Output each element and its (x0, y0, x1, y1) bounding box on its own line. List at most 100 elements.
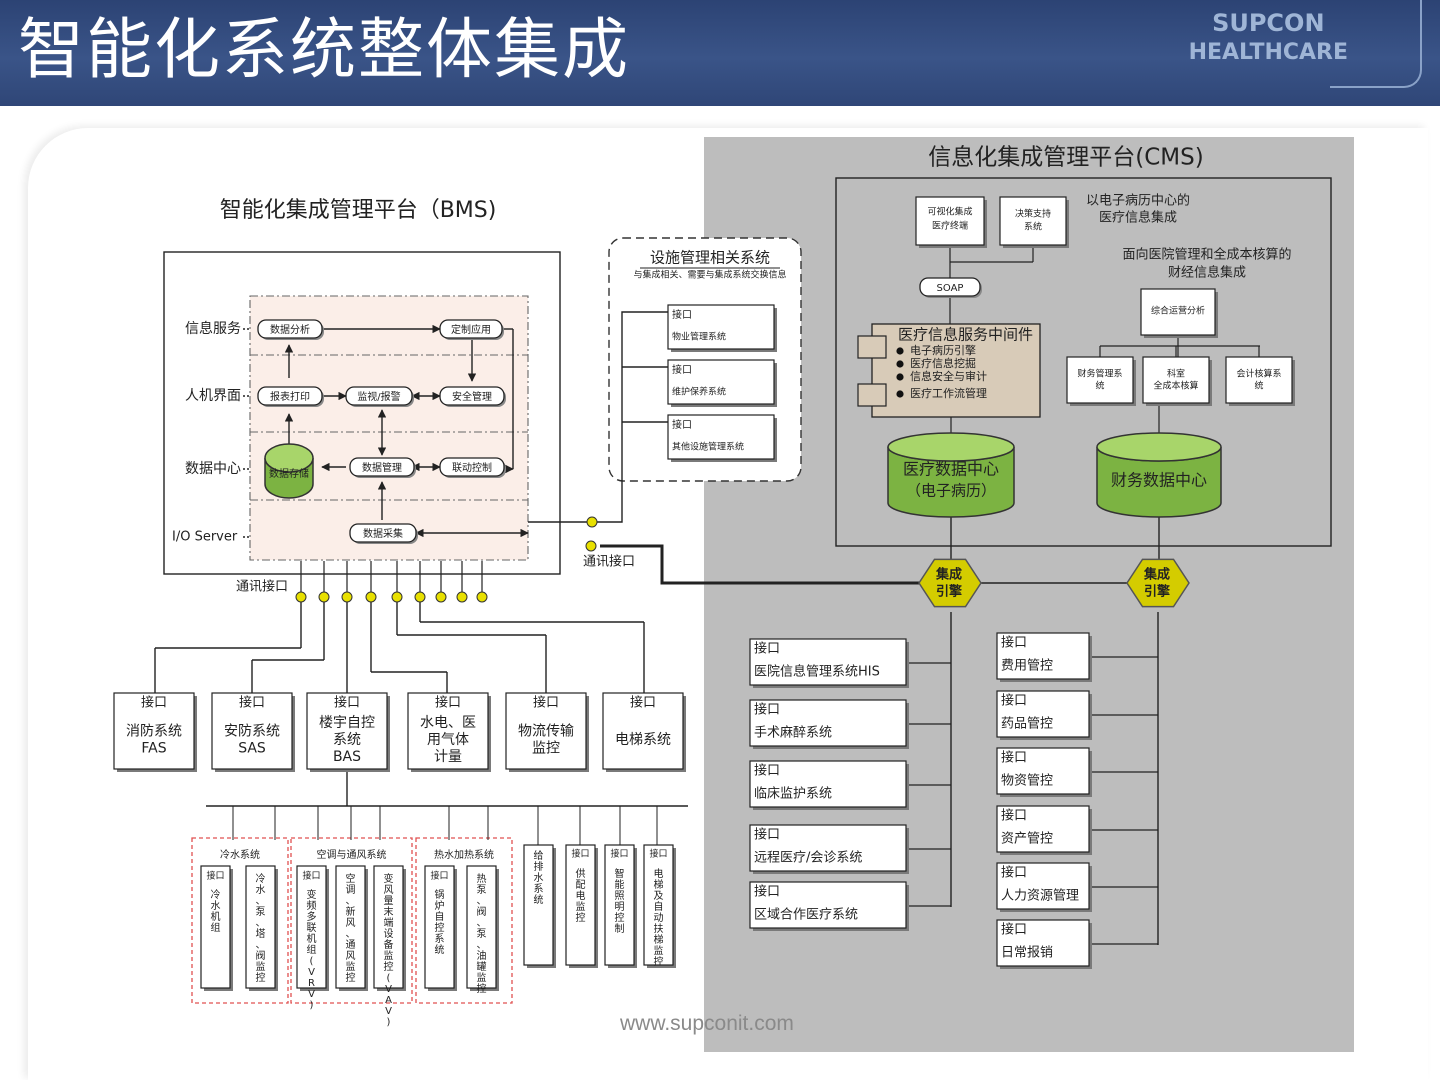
node-custom-app (439, 319, 503, 339)
subsystem-name-line: 楼宇自控 (319, 715, 375, 731)
comm-port-dot (365, 591, 377, 603)
cms-right-system-box-name-label: 费用管控 (1001, 659, 1053, 674)
cms-decision-support-box (999, 196, 1067, 246)
node-security-mgmt-label: 安全管理 (452, 390, 492, 403)
subsystem-name-line: 水电、医 (420, 715, 476, 731)
bms-layer-label: I/O Server (172, 530, 238, 545)
cms-right-system-box-name-label: 物资管控 (1001, 774, 1053, 789)
bas-item-name: 冷水机组 (211, 888, 221, 934)
bas-item-box (466, 865, 497, 989)
cms-right-system-box-iface-label: 接口 (1001, 808, 1027, 824)
bms-layer-label: 信息服务 (185, 320, 241, 337)
bas-group-title: 热水加热系统 (434, 848, 494, 861)
bas-single-box (565, 844, 596, 966)
node-data-collect (349, 523, 417, 543)
cms-db-finance-label: 财务数据中心 (1111, 471, 1207, 490)
header-bar: 智能化系统整体集成 SUPCON HEALTHCARE (0, 0, 1440, 106)
comm-port-dot (586, 516, 598, 528)
bas-single-box (604, 844, 635, 966)
cms-comm-link (600, 544, 922, 585)
subsystem-name-line: FAS (141, 741, 166, 757)
cms-right-system-box (996, 747, 1090, 795)
subsystem-box (505, 692, 587, 770)
comm-port-dot (414, 591, 426, 603)
engine-right-label1: 集成 (1143, 567, 1170, 583)
cms-decision-support-label: 系统 (1024, 221, 1042, 233)
subsystem-name-line: 计量 (434, 749, 462, 765)
comm-port-dot (585, 540, 597, 552)
cms-note2-line2: 财经信息集成 (1168, 265, 1246, 281)
footer-url: www.supconit.com (620, 1012, 794, 1035)
node-monitor-alarm (345, 386, 413, 406)
bas-single-name: 供配电监控 (576, 867, 586, 924)
cms-right-system-box-name-label: 人力资源管理 (1001, 889, 1079, 904)
bms-comm-label: 通讯接口 (236, 579, 288, 595)
facility-name-label: 其他设施管理系统 (672, 441, 744, 453)
bas-item-box (373, 865, 404, 989)
cms-fin-box-label: 科室 (1167, 368, 1185, 380)
cms-visual-terminal-label: 医疗终端 (932, 220, 968, 232)
bas-item-iface: 接口 (302, 870, 320, 882)
cms-fin-box-label: 全成本核算 (1153, 380, 1198, 392)
subsystem-iface-label: 接口 (141, 695, 167, 711)
cms-db-medical-line1: 医疗数据中心 (903, 460, 999, 479)
node-data-storage-top (264, 443, 314, 473)
node-linkage-ctrl (439, 457, 505, 477)
cms-left-system-box (749, 638, 907, 686)
cms-left-system-box-name-label: 临床监护系统 (754, 787, 832, 802)
cms-middleware-box (871, 323, 1041, 418)
node-data-mgmt (349, 457, 415, 477)
cms-visual-terminal-label: 可视化集成 (927, 206, 972, 218)
subsystem-box (306, 692, 388, 770)
cms-right-system-box (996, 632, 1090, 680)
node-data-mgmt-label: 数据管理 (362, 461, 402, 474)
node-data-analysis (257, 319, 323, 339)
subsystem-iface-label: 接口 (239, 695, 265, 711)
cms-decision-support-label: 决策支持 (1015, 208, 1051, 220)
cms-right-system-box-name-label: 日常报销 (1001, 946, 1053, 961)
cms-middleware-item: 医疗工作流管理 (910, 386, 987, 400)
bas-item-box (296, 865, 327, 989)
cms-fin-box (1225, 356, 1293, 404)
subsystem-name-line: 系统 (333, 732, 361, 748)
comm-port-dot (295, 591, 307, 603)
subsystem-name-line: BAS (333, 749, 361, 765)
cms-middleware-item: 信息安全与审计 (910, 369, 987, 383)
bas-group-dashed (290, 837, 413, 1004)
cms-middleware-bullet (896, 360, 904, 368)
facility-system-box (667, 304, 775, 350)
bas-item-box (335, 865, 366, 989)
link-bms-facility (528, 311, 668, 523)
cms-middleware-item: 医疗信息挖掘 (910, 356, 976, 370)
cms-fin-box (1142, 356, 1210, 404)
facility-iface-label: 接口 (672, 363, 692, 376)
cms-right-system-box-name-label: 药品管控 (1001, 717, 1053, 732)
comm-port-dot (476, 591, 488, 603)
node-security-mgmt (439, 386, 505, 406)
facility-iface-label: 接口 (672, 308, 692, 321)
bas-item-iface: 接口 (430, 870, 448, 882)
bas-item-iface: 接口 (206, 870, 224, 882)
cms-left-system-box-name-label: 区域合作医疗系统 (754, 908, 858, 923)
integration-engine-right (1126, 558, 1190, 608)
bas-group-dashed (415, 837, 513, 1004)
engine-left-label1: 集成 (935, 567, 962, 583)
bas-group-title: 空调与通风系统 (317, 848, 387, 861)
integration-engine-left (918, 558, 982, 608)
facility-system-box (667, 414, 775, 460)
cms-right-system-box-iface-label: 接口 (1001, 865, 1027, 881)
subsystem-box (602, 692, 684, 770)
facility-name-label: 维护保养系统 (672, 386, 726, 398)
facility-iface-label: 接口 (672, 418, 692, 431)
comm-port-dot (341, 591, 353, 603)
node-data-storage-label: 数据存储 (269, 467, 309, 480)
brand-line2: HEALTHCARE (1188, 40, 1348, 65)
cms-middleware-bullet (896, 390, 904, 398)
bas-item-name: 热泵、阀、泵、油罐监控 (477, 872, 487, 995)
cms-left-system-box-iface-label: 接口 (754, 884, 780, 900)
brand-logo: SUPCON HEALTHCARE (1189, 8, 1348, 68)
subsystem-name-line: 物流传输 (518, 724, 574, 740)
cms-left-system-box-name-label: 手术麻醉系统 (754, 725, 832, 741)
node-report-print-label: 报表打印 (270, 390, 310, 403)
